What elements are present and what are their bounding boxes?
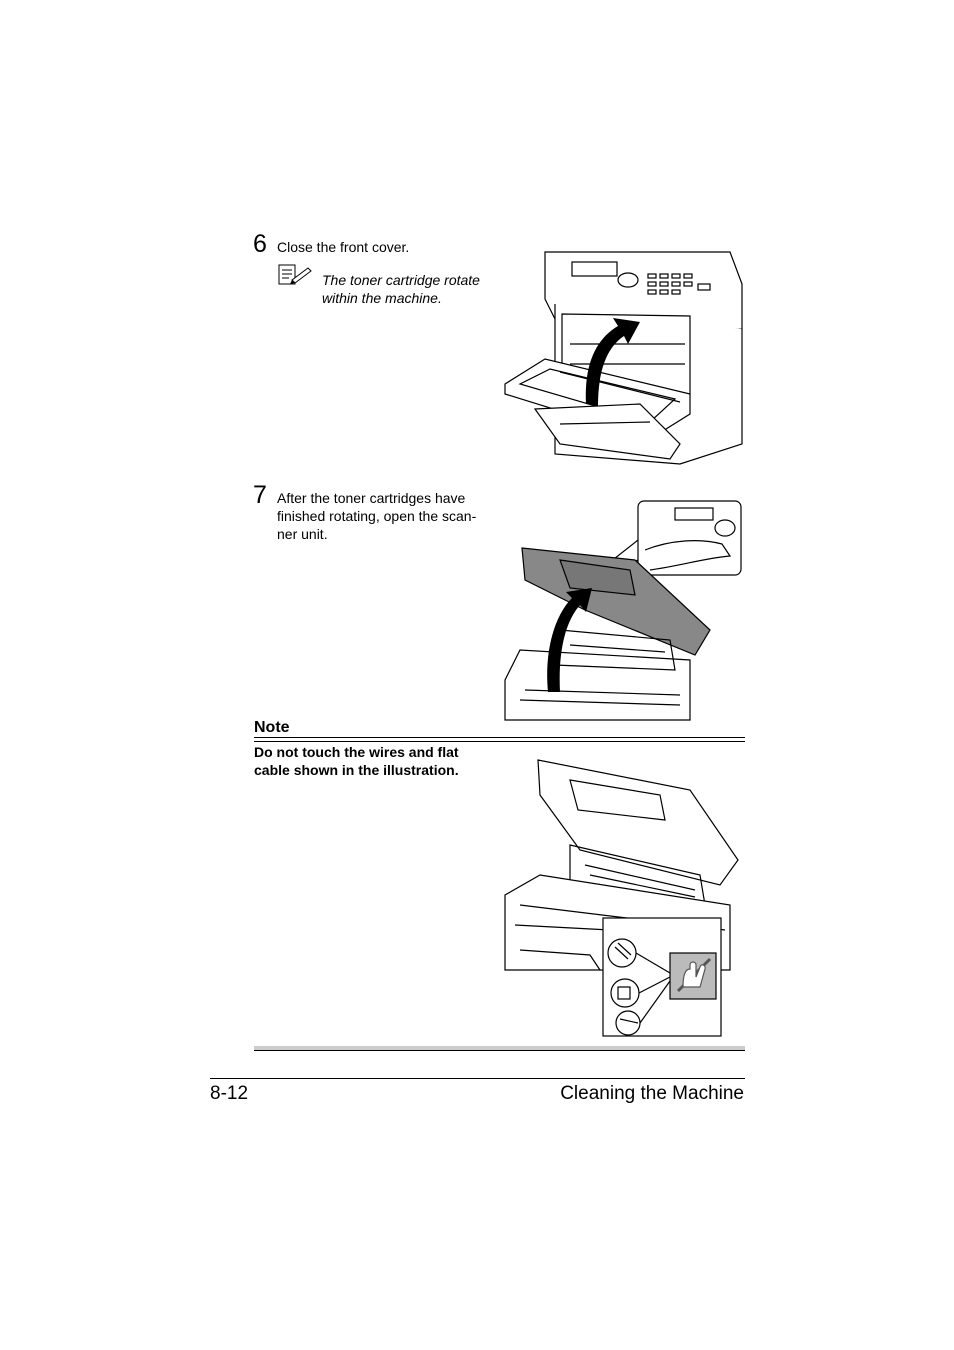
printer-open-scanner-illustration (504, 500, 742, 721)
page-number: 8-12 (210, 1083, 249, 1104)
note-rule-top-second (254, 741, 745, 742)
step-7-number: 7 (253, 481, 267, 509)
section-title: Cleaning the Machine (560, 1083, 744, 1104)
note-rule-top (254, 737, 745, 738)
note-body: Do not touch the wires and flat cable sh… (254, 744, 459, 778)
step-6-text: Close the front cover. (277, 239, 410, 255)
note-rule-bottom (254, 1050, 745, 1051)
footer-rule (210, 1078, 745, 1079)
printer-close-front-cover-illustration (504, 251, 743, 465)
memo-icon (278, 264, 312, 285)
step-7-text: After the toner cartridges have finished… (277, 490, 477, 542)
note-title: Note (254, 719, 290, 736)
note-bottom-bar (254, 1046, 745, 1050)
printer-do-not-touch-illustration (504, 759, 739, 1037)
step-6-number: 6 (253, 230, 267, 258)
memo-text: The toner cartridge rotate within the ma… (322, 272, 480, 306)
